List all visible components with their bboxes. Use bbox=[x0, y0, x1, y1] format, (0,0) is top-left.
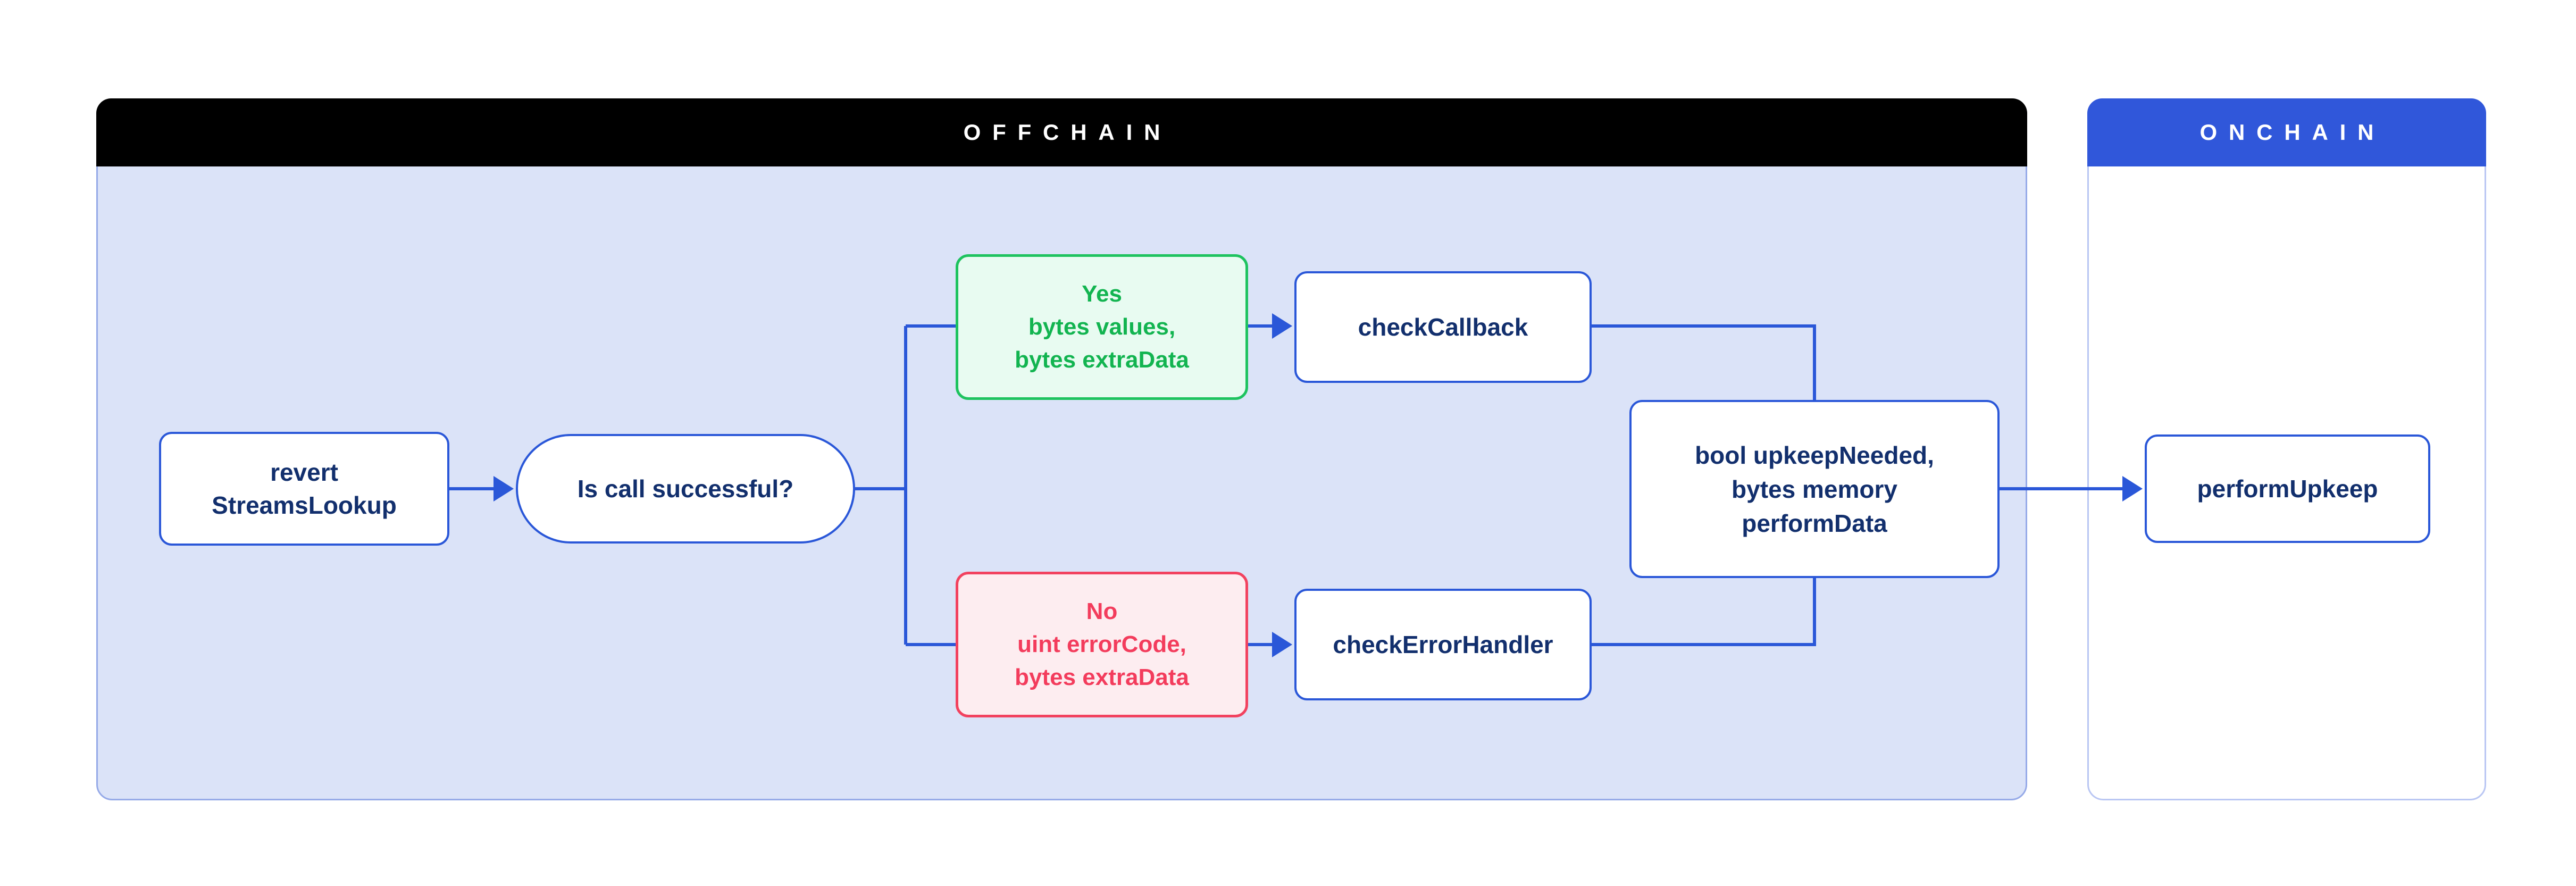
node-no-line-1: No bbox=[1086, 598, 1118, 624]
node-yes-line-3: bytes extraData bbox=[1015, 347, 1189, 373]
onchain-title: ONCHAIN bbox=[2199, 120, 2386, 145]
node-yes-line-1: Yes bbox=[1082, 281, 1122, 307]
node-upkeep-needed: bool upkeepNeeded, bytes memory performD… bbox=[1629, 400, 2000, 578]
node-revert-line-2: StreamsLookup bbox=[212, 491, 397, 519]
node-result-line-1: bool upkeepNeeded, bbox=[1695, 441, 1934, 469]
node-revert-line-1: revert bbox=[270, 458, 338, 486]
offchain-header: OFFCHAIN bbox=[96, 98, 2027, 166]
offchain-title: OFFCHAIN bbox=[963, 120, 1172, 145]
arrowhead-performupkeep bbox=[2122, 476, 2143, 501]
node-is-call-successful: Is call successful? bbox=[516, 434, 855, 544]
node-revert-streams-lookup: revert StreamsLookup bbox=[159, 432, 449, 546]
node-check-callback: checkCallback bbox=[1294, 271, 1592, 383]
node-no-line-2: uint errorCode, bbox=[1017, 631, 1186, 657]
edge-checkerrorhandler-to-result bbox=[1592, 578, 1816, 646]
node-yes-line-2: bytes values, bbox=[1028, 314, 1176, 340]
node-no-line-3: bytes extraData bbox=[1015, 664, 1189, 690]
node-no-uint-errorcode: No uint errorCode, bytes extraData bbox=[956, 572, 1248, 717]
arrowhead-checkerrorhandler bbox=[1272, 632, 1292, 657]
node-check-error-handler-label: checkErrorHandler bbox=[1333, 631, 1553, 658]
node-yes-bytes-values: Yes bytes values, bytes extraData bbox=[956, 254, 1248, 400]
node-result-line-2: bytes memory bbox=[1732, 475, 1897, 503]
node-check-error-handler: checkErrorHandler bbox=[1294, 589, 1592, 700]
node-perform-upkeep: performUpkeep bbox=[2145, 434, 2430, 543]
onchain-header: ONCHAIN bbox=[2087, 98, 2486, 166]
edge-checkcallback-to-result bbox=[1592, 324, 1816, 400]
node-check-callback-label: checkCallback bbox=[1358, 313, 1528, 341]
arrowhead-checkcallback bbox=[1272, 313, 1292, 339]
node-decision-label: Is call successful? bbox=[577, 475, 794, 503]
arrowhead-decision bbox=[494, 476, 514, 501]
node-perform-upkeep-label: performUpkeep bbox=[2197, 475, 2378, 503]
node-result-line-3: performData bbox=[1742, 509, 1887, 537]
